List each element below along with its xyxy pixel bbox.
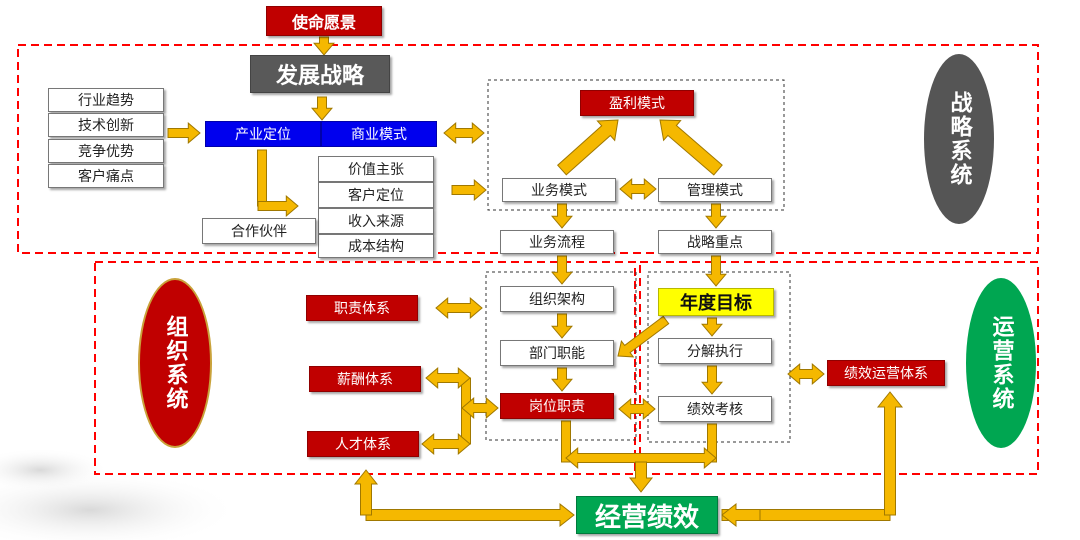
- arrow-business-management-exchange: [619, 178, 657, 200]
- mission-vision-box: 使命愿景: [266, 6, 382, 36]
- arrow-positioning-down: [257, 149, 267, 207]
- arrow-layer: [167, 36, 904, 528]
- performance-review-box: 绩效考核: [658, 396, 772, 422]
- dept-function-box: 部门职能: [500, 340, 614, 366]
- organization-system-oval: 组织系统: [138, 278, 212, 448]
- arrow-bracket-to-position: [461, 397, 499, 419]
- customer-positioning-box: 客户定位: [318, 182, 434, 208]
- arrow-inputs-to-positioning: [167, 122, 201, 144]
- strategic-focus-box: 战略重点: [658, 230, 772, 254]
- annual-goal-box: 年度目标: [658, 288, 774, 316]
- arrow-talent-bracket: [421, 433, 471, 455]
- arrow-to-business-performance: [628, 461, 654, 493]
- revenue-source-box: 收入来源: [318, 208, 434, 234]
- arrow-goal-to-dept: [617, 315, 670, 358]
- operation-system-oval: 运营系统: [966, 278, 1036, 448]
- management-mode-box: 管理模式: [658, 178, 772, 202]
- arrow-pay-bracket: [425, 367, 471, 389]
- value-proposition-box: 价值主张: [318, 156, 434, 182]
- arrow-decompose-to-review: [701, 365, 723, 395]
- profit-group-border: [487, 79, 785, 211]
- arrow-model-profit-exchange: [443, 122, 485, 144]
- strategy-system-oval: 战略系统: [924, 54, 994, 224]
- input-industry-trend: 行业趋势: [48, 88, 164, 112]
- arrow-focus-to-goal: [705, 255, 727, 287]
- arrow-mission-to-strategy: [313, 36, 335, 56]
- org-structure-box: 组织架构: [500, 286, 614, 312]
- arrow-org-to-dept: [551, 313, 573, 339]
- profit-model-box: 盈利模式: [580, 90, 694, 116]
- arrow-business-to-profit: [556, 119, 619, 176]
- business-model-box: 商业模式: [321, 121, 437, 147]
- arrow-management-to-profit: [659, 119, 723, 176]
- arrow-strategy-to-positioning: [311, 96, 333, 121]
- strategy-section-border: [17, 44, 1039, 254]
- arrow-right-loop-up: [876, 391, 904, 516]
- arrow-perf-ops-exchange: [787, 363, 825, 385]
- arrow-position-review-exchange: [618, 398, 656, 420]
- business-mode-box: 业务模式: [502, 178, 616, 202]
- partner-box: 合作伙伴: [202, 218, 316, 244]
- performance-operation-system-box: 绩效运营体系: [827, 360, 945, 386]
- operation-section-border: [639, 261, 1039, 475]
- arrow-right-loop-to-performance: [721, 502, 761, 528]
- duty-system-box: 职责体系: [306, 295, 418, 321]
- arrow-model-to-business-mode: [451, 179, 487, 201]
- arrow-to-partner: [257, 195, 299, 217]
- arrow-left-loop-to-performance: [365, 502, 575, 528]
- arrow-management-to-focus: [705, 203, 727, 229]
- pay-system-box: 薪酬体系: [309, 366, 421, 392]
- input-customer-pain: 客户痛点: [48, 164, 164, 188]
- cost-structure-box: 成本结构: [318, 234, 434, 258]
- ink-mountain-decoration: [0, 448, 240, 540]
- arrow-left-loop-up: [353, 469, 379, 516]
- arrow-process-to-org: [551, 255, 573, 285]
- arrow-duty-exchange: [435, 297, 483, 319]
- business-performance-box: 经营绩效: [576, 496, 718, 534]
- business-process-box: 业务流程: [500, 230, 614, 254]
- position-duty-box: 岗位职责: [500, 393, 614, 419]
- bottom-horizontal-link: [565, 447, 717, 469]
- industry-positioning-box: 产业定位: [205, 121, 321, 147]
- arrow-dept-to-position: [551, 367, 573, 392]
- arrow-business-to-process: [551, 203, 573, 229]
- input-competitive-advantage: 竞争优势: [48, 139, 164, 163]
- development-strategy-box: 发展战略: [250, 55, 390, 93]
- talent-system-box: 人才体系: [307, 431, 419, 457]
- decompose-execute-box: 分解执行: [658, 338, 772, 364]
- input-tech-innovation: 技术创新: [48, 113, 164, 137]
- arrow-goal-to-decompose: [701, 317, 723, 337]
